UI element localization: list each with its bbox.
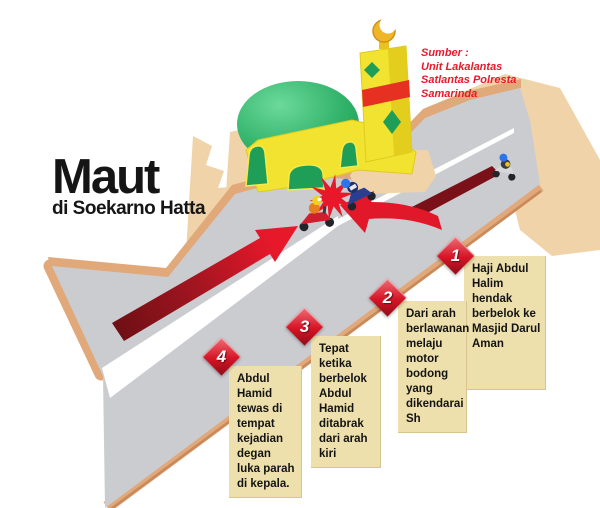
road-left-cap-shoulder xyxy=(43,259,108,381)
motorcycle-sh-icon xyxy=(341,178,376,211)
callout-number-3: 3 xyxy=(299,316,310,336)
page-title: Maut xyxy=(52,150,160,204)
callout-diamond-1: 1 xyxy=(436,236,475,275)
crescent-cutout xyxy=(379,16,397,34)
page-subtitle: di Soekarno Hatta xyxy=(52,198,206,219)
minaret-window-upper xyxy=(364,62,380,78)
motorcycle-abdul-hamid-icon xyxy=(299,195,335,232)
arrow-main-icon xyxy=(112,226,298,341)
road-median-wedge xyxy=(102,216,338,398)
callout-number-2: 2 xyxy=(382,287,393,307)
callout-diamond-3: 3 xyxy=(285,307,324,346)
callout-box-3: Tepat ketika berbelok Abdul Hamid ditabr… xyxy=(311,336,381,468)
crescent-base xyxy=(379,41,389,49)
arrow-turn-icon xyxy=(340,191,442,233)
source-credit: Sumber : Unit Lakalantas Satlantas Polre… xyxy=(421,47,536,101)
minaret-window-lower xyxy=(383,110,401,134)
callout-box-1: Haji Abdul Halim hendak berbelok ke Masj… xyxy=(464,256,546,390)
mosque-arch-center xyxy=(287,164,325,191)
callout-number-1: 1 xyxy=(450,245,461,265)
title-block: Maut di Soekarno Hatta xyxy=(52,150,206,220)
callout-diamond-2: 2 xyxy=(368,278,407,317)
source-line-3: Samarinda xyxy=(421,87,478,100)
callout-box-2: Dari arah berlawanan melaju motor bodong… xyxy=(398,301,469,433)
source-line-2: Satlantas Polresta xyxy=(421,74,517,86)
mosque-arch-right xyxy=(339,141,359,169)
callout-box-4: Abdul Hamid tewas di tempat kejadian deg… xyxy=(229,366,302,498)
trail-dark xyxy=(406,166,500,219)
callout-diamond-4: 4 xyxy=(202,337,241,376)
mosque-arch-left xyxy=(245,145,269,187)
minaret-red-band xyxy=(362,80,410,107)
source-label: Sumber : xyxy=(421,47,469,59)
source-line-1: Unit Lakalantas xyxy=(421,60,503,73)
motorcycle-halim-icon xyxy=(492,153,516,181)
road-surface xyxy=(52,88,540,508)
callout-number-4: 4 xyxy=(216,346,227,366)
